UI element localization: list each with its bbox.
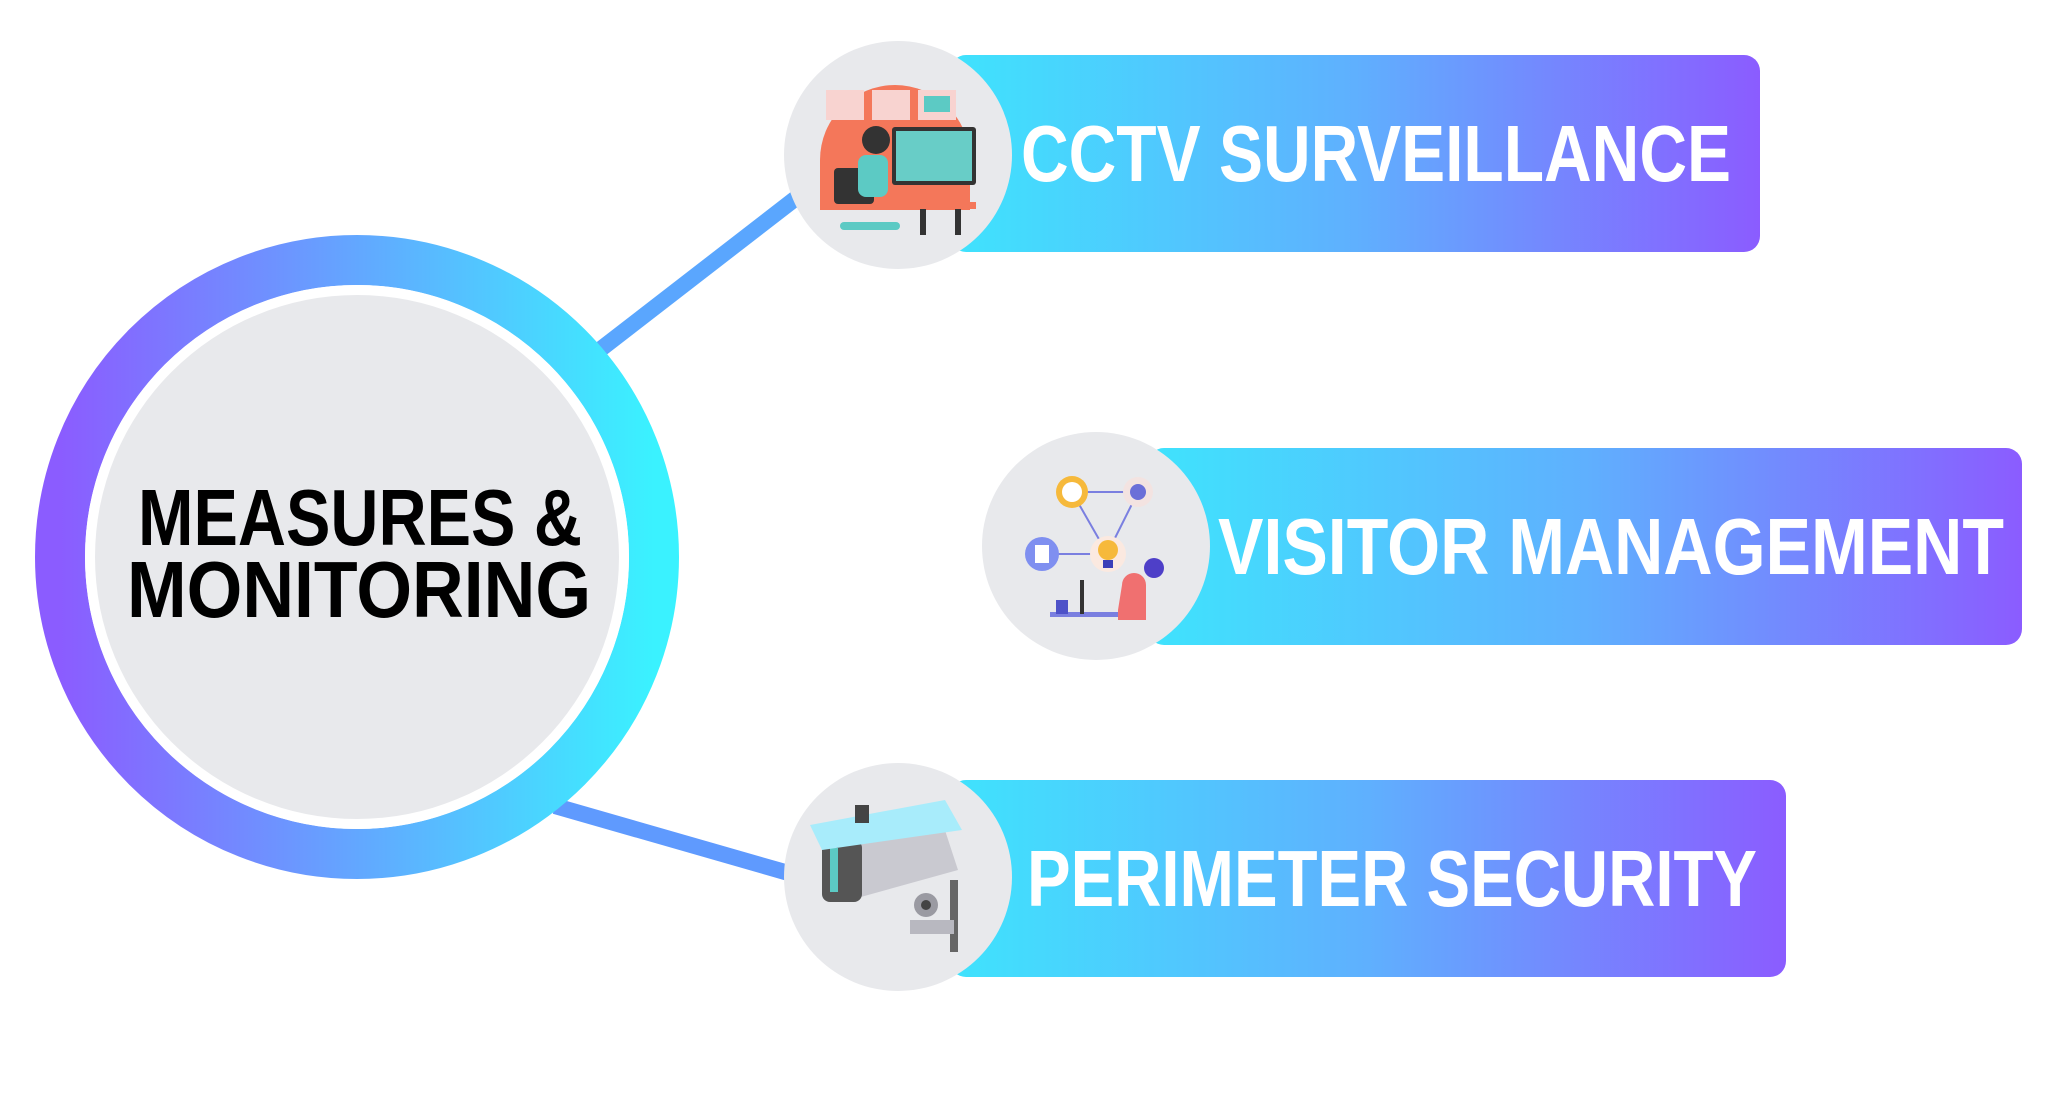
central-hub: MEASURES & MONITORING bbox=[35, 235, 679, 879]
item-cctv-surveillance: CCTV SURVEILLANCE bbox=[784, 41, 1760, 269]
connector-cctv bbox=[592, 188, 805, 359]
visitor-management-icon bbox=[1025, 476, 1164, 620]
label-bar bbox=[950, 55, 1760, 252]
item-label: CCTV SURVEILLANCE bbox=[1021, 109, 1731, 198]
security-camera-icon bbox=[810, 800, 962, 952]
connector-perimeter bbox=[552, 798, 795, 882]
label-bar bbox=[1148, 448, 2022, 645]
item-visitor-management: VISITOR MANAGEMENT bbox=[982, 432, 2022, 660]
item-label: PERIMETER SECURITY bbox=[1027, 834, 1757, 923]
item-label: VISITOR MANAGEMENT bbox=[1218, 502, 2004, 591]
person-at-monitor-icon bbox=[820, 85, 976, 235]
hub-title-line1: MEASURES & bbox=[138, 473, 582, 562]
item-perimeter-security: PERIMETER SECURITY bbox=[784, 763, 1786, 991]
hub-title-line2: MONITORING bbox=[127, 545, 591, 634]
label-bar bbox=[950, 780, 1786, 977]
